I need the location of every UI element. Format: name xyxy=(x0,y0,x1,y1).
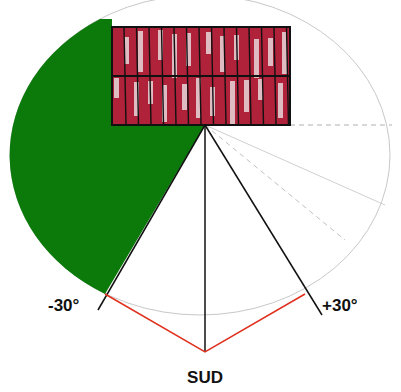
panel-texture xyxy=(230,81,235,124)
orientation-circle xyxy=(10,0,390,315)
angle-label: -30° xyxy=(48,297,79,314)
panel-texture xyxy=(114,78,119,98)
panel-texture xyxy=(254,39,259,78)
panel-texture xyxy=(206,32,211,54)
red-arc-chord xyxy=(105,294,305,352)
green-sector xyxy=(10,19,205,294)
panel-texture xyxy=(182,84,187,110)
solar-panel xyxy=(112,27,290,125)
angle-label: SUD xyxy=(187,369,223,386)
panel-texture xyxy=(268,38,273,66)
minus-30-line xyxy=(98,125,205,310)
angle-label: +30° xyxy=(322,297,358,314)
panel-frame xyxy=(112,27,290,125)
panel-texture xyxy=(244,80,249,112)
dashed-guide-line xyxy=(205,125,345,240)
green-sector-top xyxy=(100,19,112,27)
plus-30-line xyxy=(205,125,322,315)
panel-divider xyxy=(112,75,290,77)
guide-line xyxy=(205,125,385,205)
panel-texture xyxy=(278,83,283,118)
south-line xyxy=(204,125,206,352)
panel-texture xyxy=(138,31,143,72)
horizontal-dashed-line xyxy=(290,125,392,126)
